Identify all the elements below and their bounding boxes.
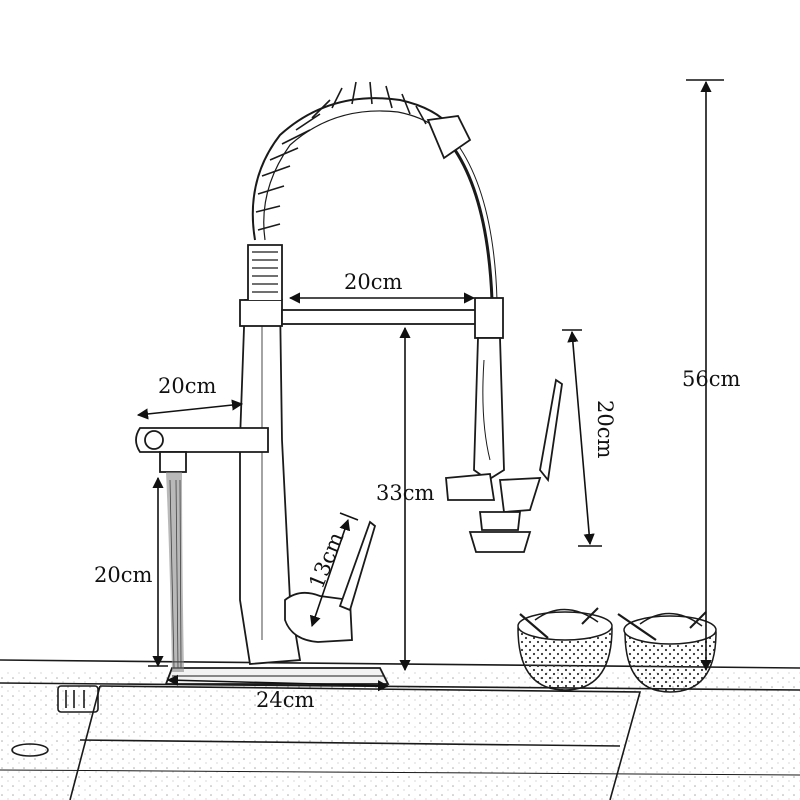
label-handle-length: 13cm <box>304 529 348 592</box>
label-arm-reach: 20cm <box>344 270 402 294</box>
water-stream <box>166 472 184 672</box>
label-deck-to-arm: 33cm <box>376 481 434 505</box>
dim-handle-top-tick <box>339 512 359 521</box>
label-spout-length: 20cm <box>158 374 216 398</box>
dim-base-line <box>166 674 390 692</box>
dim-handle-line <box>309 518 351 628</box>
label-spout-clearance: 20cm <box>94 563 152 587</box>
bowl-icon <box>517 607 717 693</box>
label-base-plate-width: 24cm <box>256 688 314 712</box>
label-sprayer-length: 20cm <box>593 400 617 458</box>
dim-sprayer-line <box>567 330 595 546</box>
label-faucet-height: 56cm <box>682 367 740 391</box>
dim-spout-length-line <box>136 399 244 420</box>
